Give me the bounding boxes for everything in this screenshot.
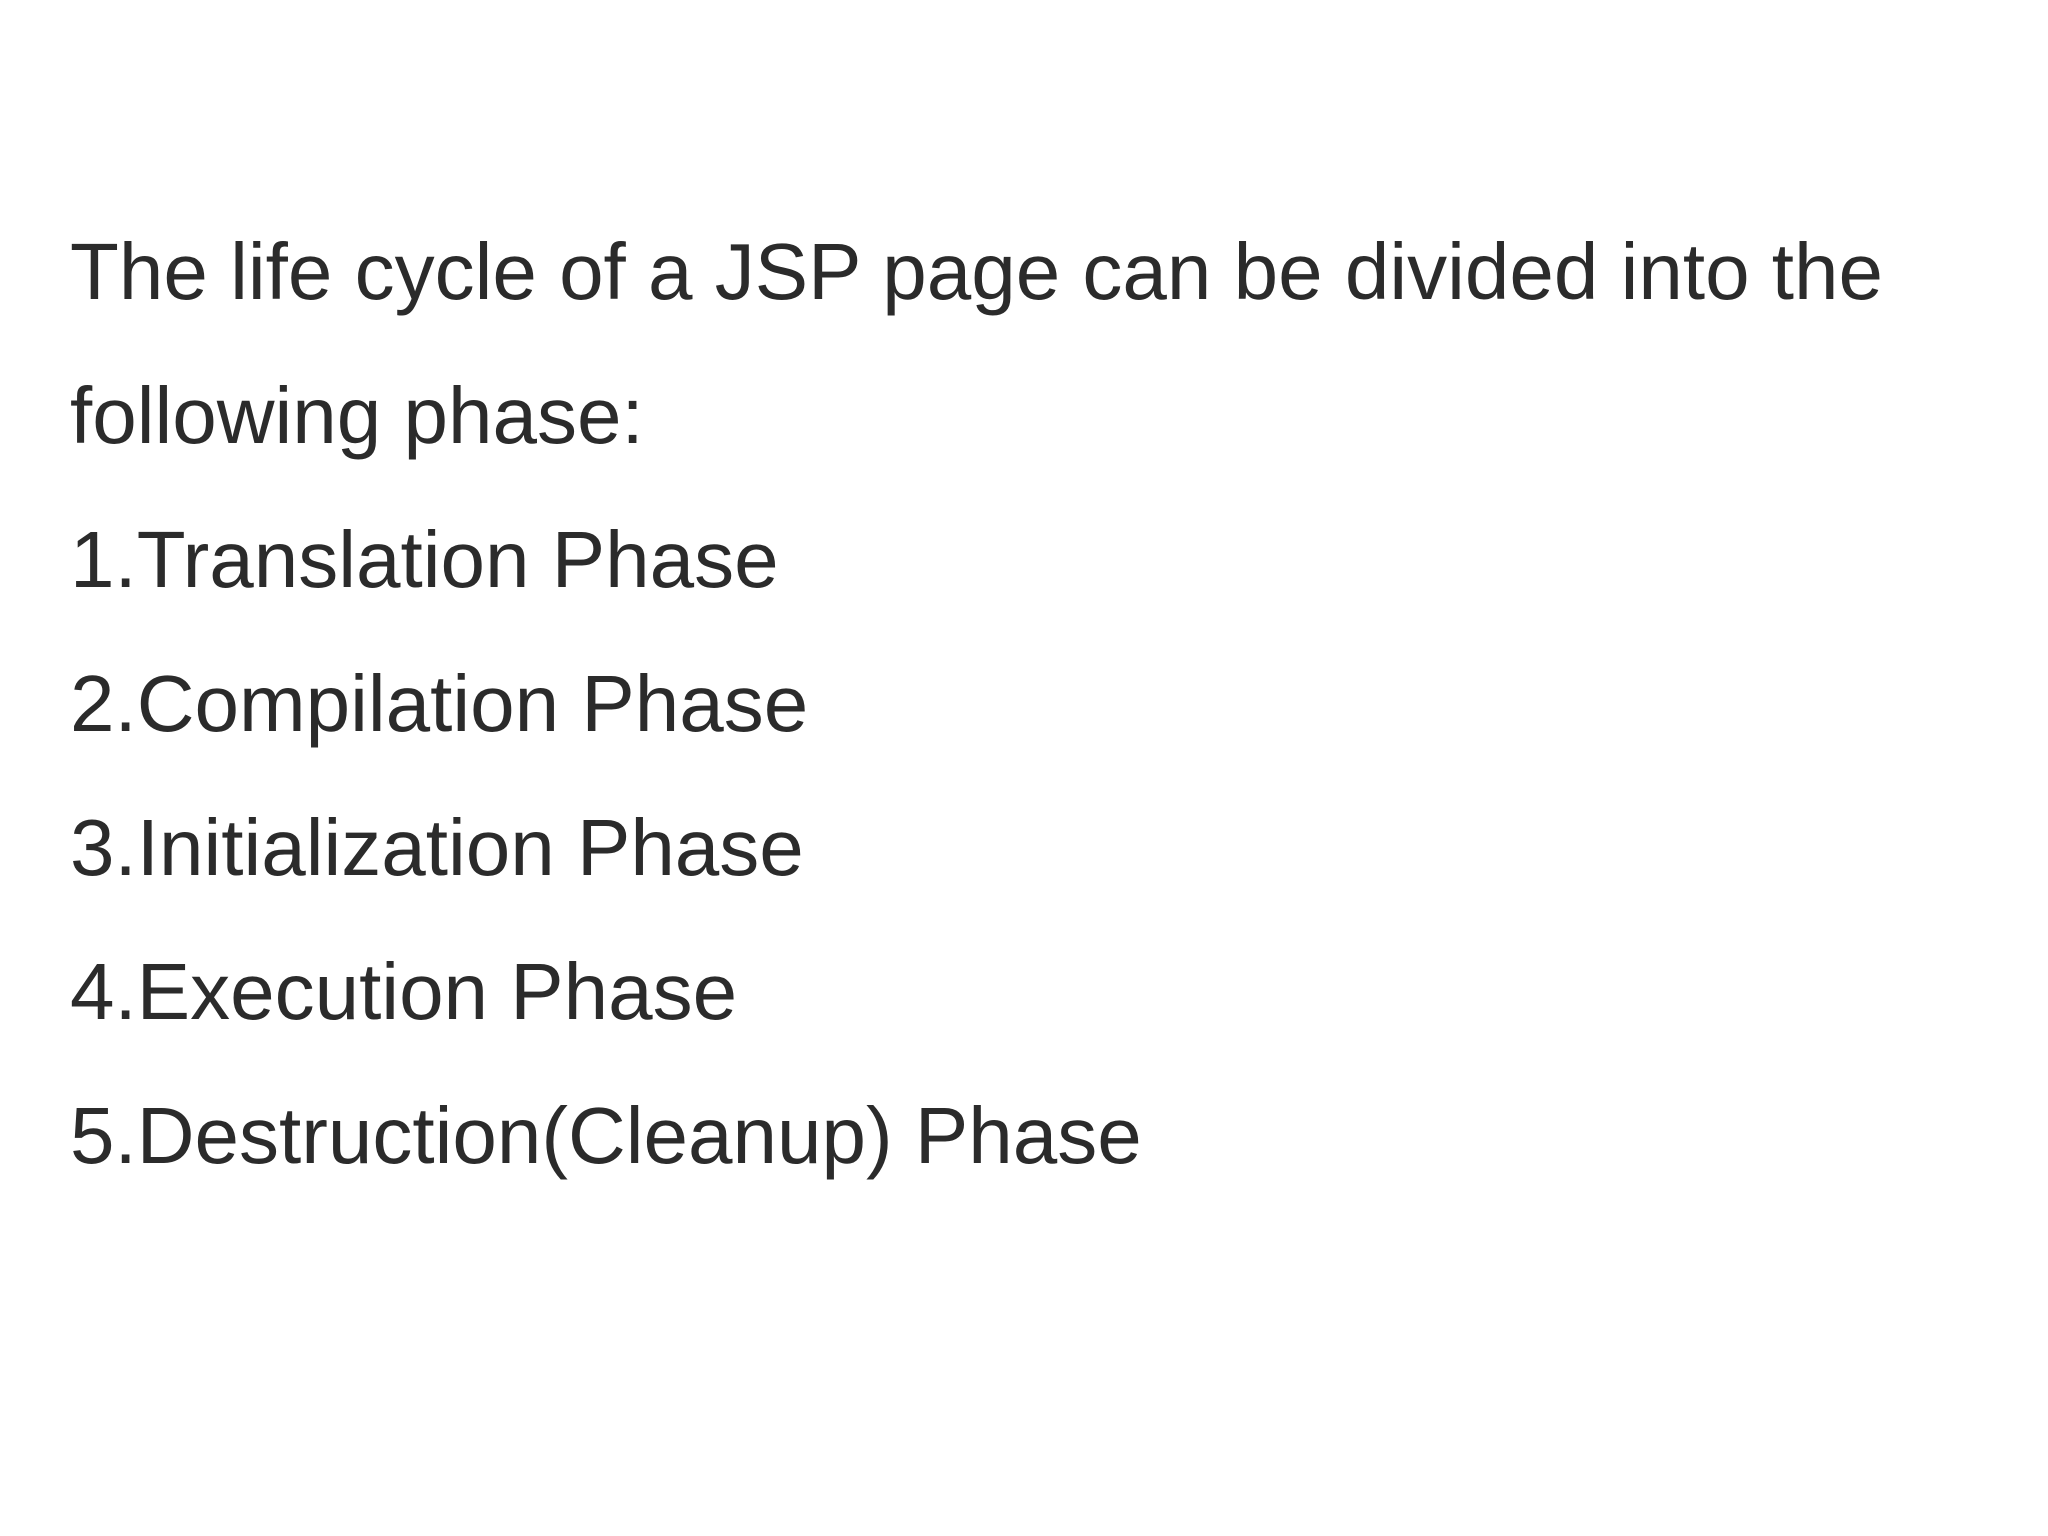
phase-list: 1.Translation Phase 2.Compilation Phase … [70, 488, 2008, 1208]
intro-line-2: following phase: [70, 371, 644, 460]
phase-item-initialization: 3.Initialization Phase [70, 803, 804, 892]
phase-item-compilation: 2.Compilation Phase [70, 659, 809, 748]
phase-item-execution: 4.Execution Phase [70, 947, 738, 1036]
phase-item-translation: 1.Translation Phase [70, 515, 779, 604]
phase-item-destruction: 5.Destruction(Cleanup) Phase [70, 1091, 1142, 1180]
intro-line-1: The life cycle of a JSP page can be divi… [70, 227, 1884, 316]
